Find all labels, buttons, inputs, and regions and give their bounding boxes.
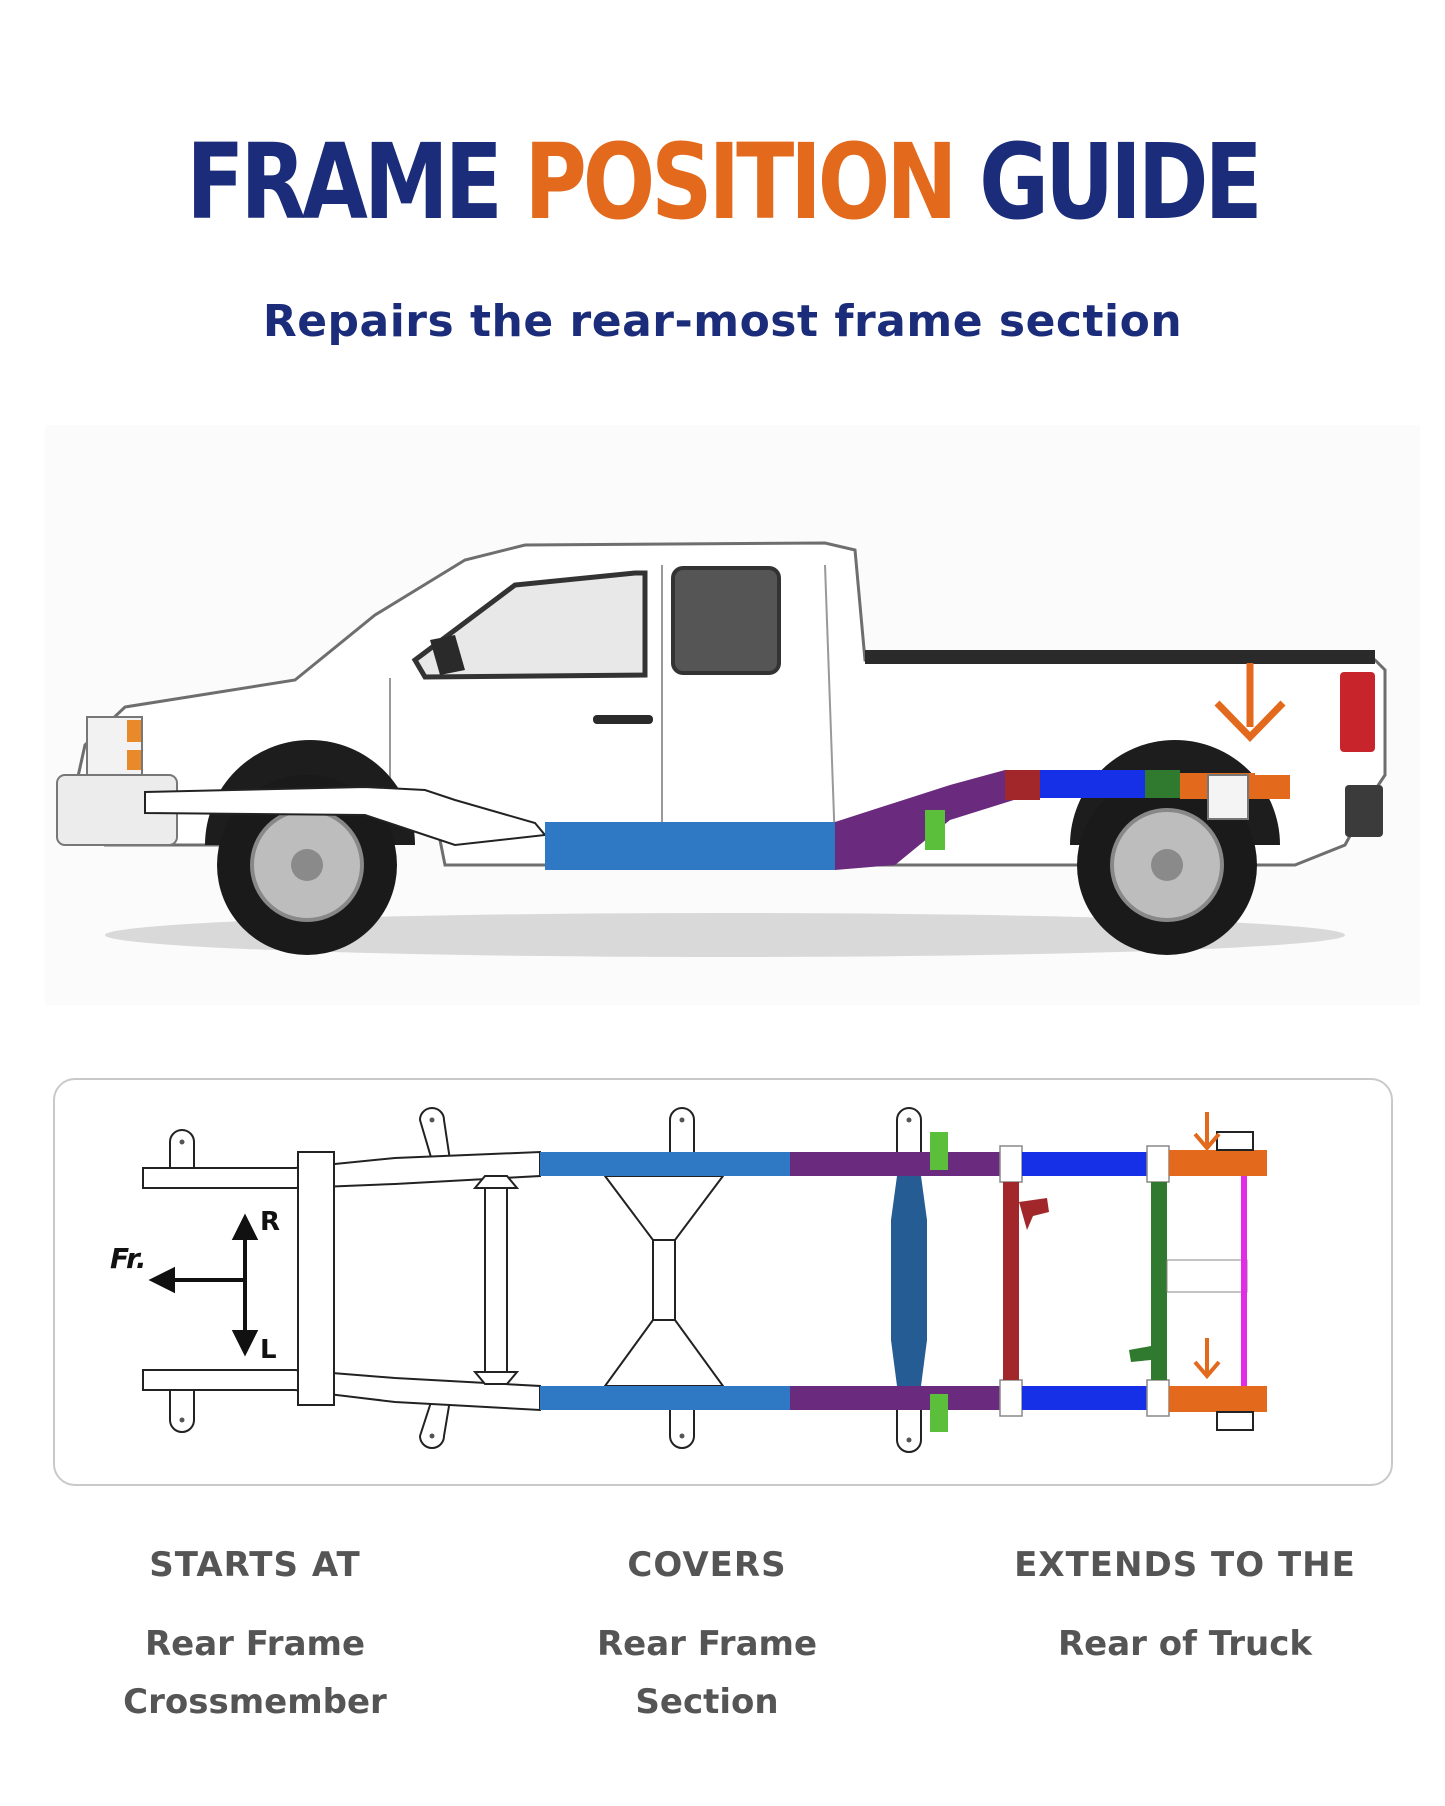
- starts-line-2: Crossmember: [123, 1682, 387, 1722]
- page-subtitle: Repairs the rear-most frame section: [262, 296, 1183, 347]
- covers-heading: COVERS: [627, 1545, 787, 1585]
- truck-side-view-image: [45, 425, 1420, 1005]
- covers-line-1: Rear Frame: [596, 1624, 818, 1664]
- extends-line-1: Rear of Truck: [1058, 1624, 1312, 1664]
- title-word-2: POSITION: [524, 121, 957, 243]
- orientation-left-label: L: [260, 1335, 277, 1365]
- covers-line-2: Section: [635, 1682, 779, 1722]
- extends-heading: EXTENDS TO THE: [1014, 1545, 1356, 1585]
- frame-diagram-panel: R L Fr.: [53, 1078, 1393, 1486]
- footer-column-starts: STARTS AT Rear Frame Crossmember: [55, 1545, 455, 1731]
- title-word-3: GUIDE: [979, 121, 1263, 243]
- title-word-1: FRAME: [186, 121, 503, 243]
- frame-top-view-diagram: R L Fr.: [110, 1107, 1267, 1453]
- footer-column-extends: EXTENDS TO THE Rear of Truck: [985, 1545, 1385, 1673]
- page-title: FRAME POSITION GUIDE: [130, 130, 1315, 234]
- footer-column-covers: COVERS Rear Frame Section: [507, 1545, 907, 1731]
- orientation-front-label: Fr.: [110, 1242, 147, 1275]
- orientation-right-label: R: [260, 1207, 280, 1237]
- starts-heading: STARTS AT: [149, 1545, 361, 1585]
- starts-line-1: Rear Frame: [144, 1624, 366, 1664]
